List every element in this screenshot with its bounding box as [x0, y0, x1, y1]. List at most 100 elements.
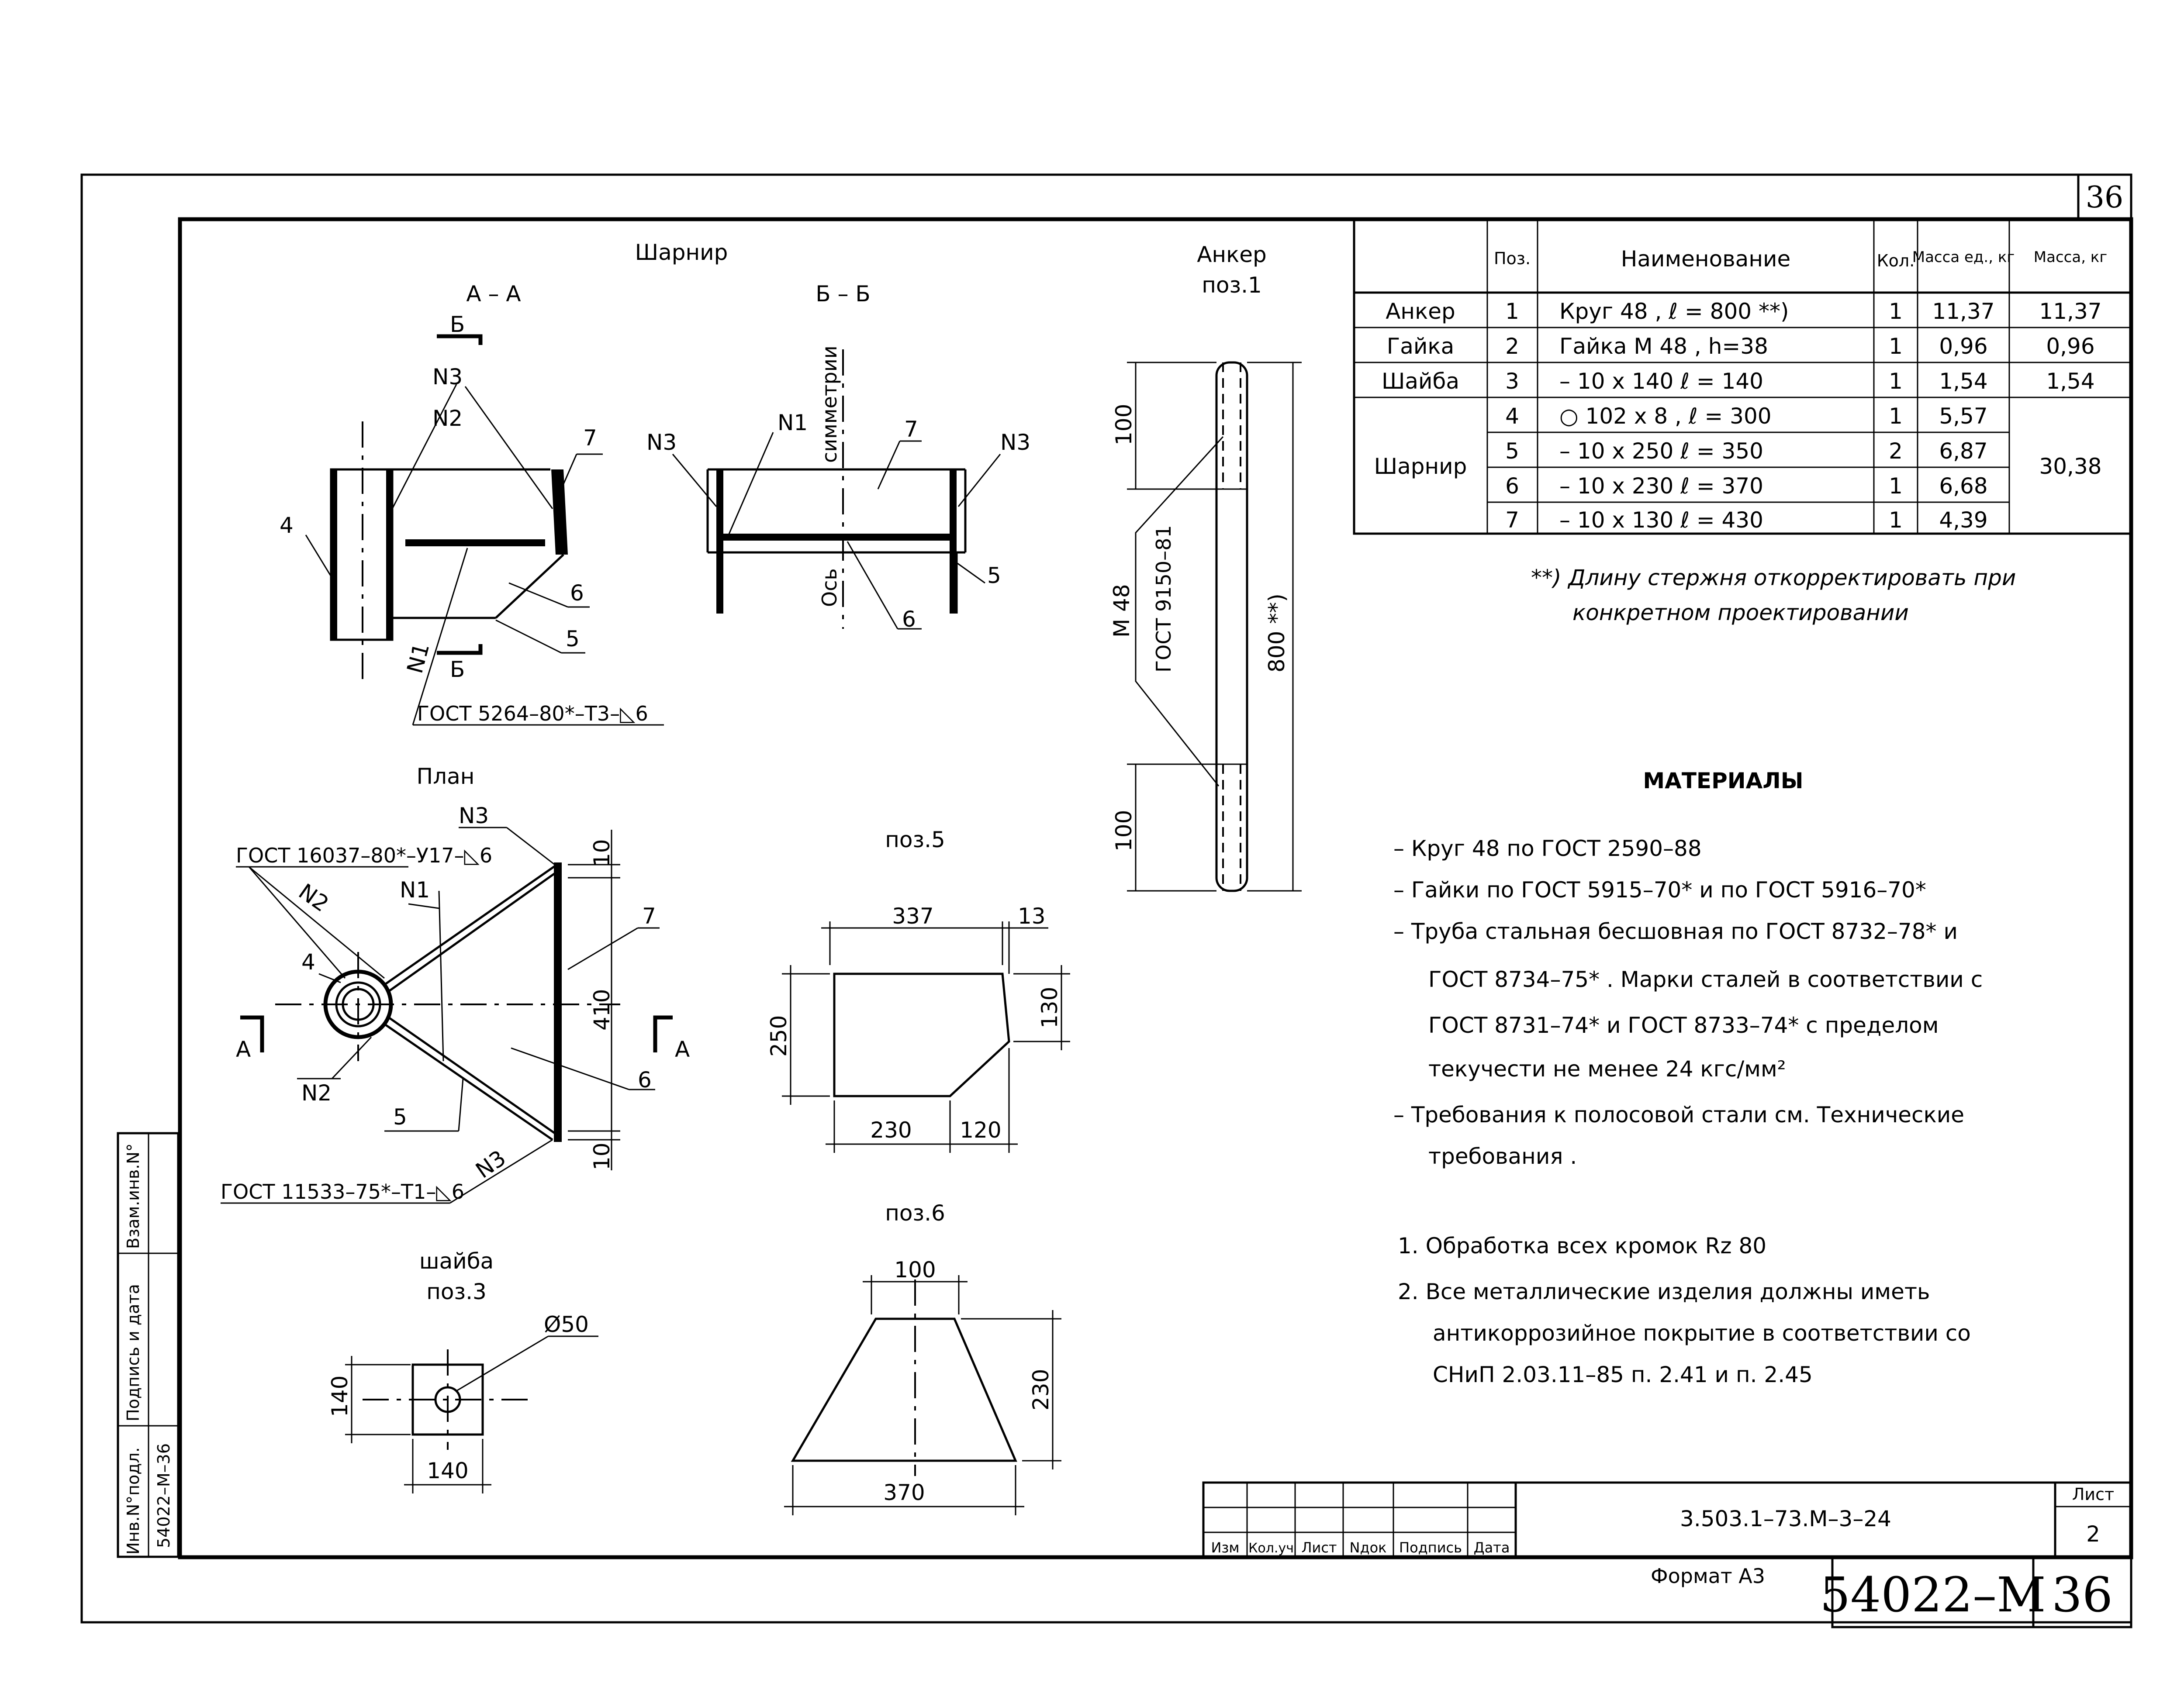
materials-line: – Гайки по ГОСТ 5915–70* и по ГОСТ 5916–… — [1393, 877, 1926, 903]
spec-row-1-pos: 1 — [1505, 299, 1519, 324]
pos5-dim-120: 120 — [960, 1117, 1001, 1143]
anchor-dim-100-top: 100 — [1111, 404, 1137, 445]
title-block-format: Формат А3 — [1651, 1564, 1765, 1588]
plan-dim-410: 410 — [589, 989, 615, 1031]
anchor-dim-100-bottom: 100 — [1111, 810, 1137, 852]
title-block-sheet-label: Лист — [2072, 1485, 2114, 1504]
plan-label-5: 5 — [393, 1104, 407, 1130]
pos5-dim-337: 337 — [892, 904, 933, 929]
note-line: 1. Обработка всех кромок Rz 80 — [1398, 1233, 1766, 1259]
plan-label-6: 6 — [638, 1067, 652, 1093]
title-col-data: Дата — [1474, 1539, 1510, 1556]
washer-dim-140-v: 140 — [327, 1376, 352, 1417]
materials-line: ГОСТ 8734–75* . Марки сталей в соответст… — [1428, 967, 1983, 992]
pos6-dim-100: 100 — [894, 1257, 936, 1283]
spec-row-4-qty: 1 — [1889, 404, 1903, 429]
spec-row-4-pos: 4 — [1505, 404, 1519, 429]
spec-header-qty: Кол. — [1877, 251, 1915, 270]
album-number: 54022–М — [1820, 1567, 2046, 1623]
aa-label-7: 7 — [583, 425, 597, 451]
spec-row-2-pos: 2 — [1505, 334, 1519, 359]
materials-line: ГОСТ 8731–74* и ГОСТ 8733–74* с пределом — [1428, 1013, 1939, 1038]
spec-row-4-name: ○ 102 x 8 , ℓ = 300 — [1559, 404, 1772, 429]
spec-table — [1353, 218, 2132, 535]
spec-row-2-mass: 0,96 — [2046, 334, 2094, 359]
anchor-dim-800: 800 **) — [1264, 593, 1289, 673]
pos5-dim-130: 130 — [1037, 987, 1062, 1028]
view-title-section-aa: А – А — [466, 281, 521, 307]
pos5-dim-250: 250 — [766, 1015, 791, 1057]
side-stamp-replace-label: Взам.инв.N° — [124, 1143, 143, 1249]
spec-row-3-qty: 1 — [1889, 369, 1903, 394]
title-col-ndok: Nдок — [1350, 1539, 1387, 1556]
view-title-section-bb: Б – Б — [816, 281, 870, 307]
gost-5264-label: ГОСТ 5264–80*–Т3–◺6 — [417, 702, 648, 725]
pos5-dim-230: 230 — [870, 1117, 912, 1143]
spec-row-1-group: Анкер — [1386, 299, 1455, 324]
anchor-view: 100 100 800 **) М 48 ГОСТ 9150–81 — [1109, 361, 1302, 892]
materials-line: – Круг 48 по ГОСТ 2590–88 — [1393, 836, 1702, 861]
aa-label-n2: N2 — [432, 406, 463, 431]
spec-row-6-unit-mass: 6,68 — [1939, 473, 1987, 499]
aa-label-5: 5 — [566, 626, 580, 652]
view-title-anchor: Анкер — [1197, 242, 1267, 267]
spec-row-1-unit-mass: 11,37 — [1932, 299, 1994, 324]
plan-dim-10-bottom: 10 — [589, 1142, 615, 1170]
spec-row-7-pos: 7 — [1505, 507, 1519, 533]
bb-label-n1: N1 — [778, 410, 808, 435]
title-col-list: Лист — [1301, 1539, 1337, 1556]
bb-label-7: 7 — [904, 417, 918, 442]
bb-symmetry: симметрии — [818, 345, 841, 463]
spec-row-2-unit-mass: 0,96 — [1939, 334, 1987, 359]
side-stamp-sign-label: Подпись и дата — [124, 1284, 143, 1421]
spec-header-unit-mass: Масса ед., кг — [1912, 248, 2015, 266]
anchor-m48: М 48 — [1109, 584, 1134, 638]
spec-header-name: Наименование — [1621, 246, 1791, 272]
plan-label-n2-top: N2 — [294, 879, 333, 917]
plan-label-n2-bottom: N2 — [301, 1080, 332, 1106]
title-block-sheet-value: 2 — [2086, 1521, 2100, 1547]
washer-dim-d50: Ø50 — [544, 1312, 589, 1337]
bb-label-n3-right: N3 — [1000, 430, 1030, 455]
spec-row-4-mass: 30,38 — [2039, 454, 2101, 479]
bb-label-n3-left: N3 — [646, 430, 677, 455]
spec-row: Шарнир 4 ○ 102 x 8 , ℓ = 300 1 5,57 30,3… — [1374, 404, 2102, 479]
view-title-washer-pos: поз.3 — [426, 1279, 487, 1304]
materials-line: текучести не менее 24 кгс/мм² — [1428, 1056, 1786, 1082]
materials-line: требования . — [1428, 1144, 1577, 1169]
spec-row-2-name: Гайка М 48 , h=38 — [1559, 334, 1768, 359]
footnote-line-1: **) Длину стержня откорректировать при — [1531, 565, 2016, 590]
aa-b-bottom: Б — [450, 657, 465, 682]
spec-row-3-mass: 1,54 — [2046, 369, 2094, 394]
anchor-gost: ГОСТ 9150–81 — [1152, 525, 1175, 673]
spec-row-3-pos: 3 — [1505, 369, 1519, 394]
plan-label-4: 4 — [301, 949, 315, 975]
washer-view: Ø50 140 140 — [327, 1312, 598, 1493]
spec-row-1-qty: 1 — [1889, 299, 1903, 324]
pos6-view: 100 230 370 — [784, 1257, 1061, 1515]
aa-b-top: Б — [450, 312, 465, 337]
pos5-dim-13: 13 — [1018, 904, 1046, 929]
spec-row-6-name: – 10 x 230 ℓ = 370 — [1559, 473, 1763, 499]
title-block-code: 3.503.1–73.М–3–24 — [1680, 1506, 1891, 1531]
bb-label-6: 6 — [902, 607, 916, 632]
title-col-koluch: Кол.уч — [1248, 1541, 1294, 1556]
plan-label-n3-bottom: N3 — [471, 1145, 511, 1183]
spec-row: 6 – 10 x 230 ℓ = 370 1 6,68 — [1505, 473, 1988, 499]
spec-row-1-name: Круг 48 , ℓ = 800 **) — [1559, 299, 1789, 324]
plan-view: 10 410 10 А А ГОСТ 16037–80*–У17–◺6 N2 N… — [221, 803, 690, 1204]
title-col-izm: Изм — [1211, 1539, 1239, 1556]
view-title-sharnir: Шарнир — [635, 240, 728, 265]
title-block — [1202, 1481, 2132, 1628]
section-bb-view: симметрии Ось N3 N1 7 N3 5 6 — [646, 345, 1030, 632]
plan-a-right: А — [675, 1037, 690, 1062]
spec-row-7-unit-mass: 4,39 — [1939, 507, 1987, 533]
view-title-anchor-pos: поз.1 — [1202, 272, 1262, 298]
view-title-pos5: поз.5 — [885, 827, 945, 852]
bb-axis: Ось — [818, 568, 841, 607]
aa-label-6: 6 — [570, 580, 584, 606]
gost-11533-label: ГОСТ 11533–75*–Т1–◺6 — [221, 1180, 464, 1204]
spec-row: Шайба 3 – 10 x 140 ℓ = 140 1 1,54 1,54 — [1382, 369, 2095, 394]
inner-frame — [178, 217, 2133, 1559]
washer-dim-140-h: 140 — [427, 1458, 468, 1483]
